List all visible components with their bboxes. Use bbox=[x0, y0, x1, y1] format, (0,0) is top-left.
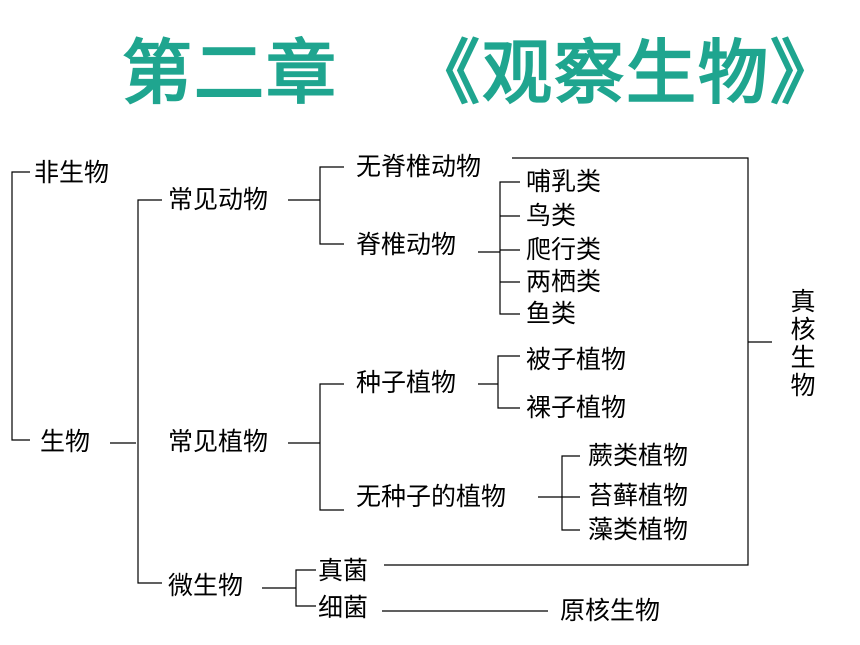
node-living: 生物 bbox=[40, 427, 91, 456]
node-bacteria: 细菌 bbox=[318, 593, 369, 622]
node-fish: 鱼类 bbox=[526, 299, 577, 328]
slide-title: 第二章 《观察生物》 bbox=[0, 28, 860, 118]
node-fungi: 真菌 bbox=[318, 556, 369, 585]
chapter-name: 《观察生物》 bbox=[410, 32, 842, 114]
node-eukaryote: 真 核 生 物 bbox=[788, 288, 818, 400]
node-reptiles: 爬行类 bbox=[526, 235, 602, 264]
node-vertebrates: 脊椎动物 bbox=[356, 230, 457, 259]
node-gymnosperms: 裸子植物 bbox=[526, 393, 627, 422]
node-invertebrates: 无脊椎动物 bbox=[356, 152, 482, 181]
eukaryote-char: 物 bbox=[790, 371, 816, 400]
node-birds: 鸟类 bbox=[526, 201, 577, 230]
seedless-bracket bbox=[561, 455, 580, 531]
living-bracket bbox=[137, 199, 162, 584]
seed-plants-bracket bbox=[497, 355, 520, 409]
node-microbes: 微生物 bbox=[168, 571, 244, 600]
node-common-animals: 常见动物 bbox=[168, 185, 269, 214]
microbes-bracket bbox=[295, 569, 316, 607]
eukaryote-char: 真 bbox=[790, 287, 816, 316]
node-seed-plants: 种子植物 bbox=[356, 368, 457, 397]
plants-bracket bbox=[319, 383, 344, 511]
node-amphibians: 两栖类 bbox=[526, 267, 602, 296]
animals-bracket bbox=[319, 166, 344, 245]
root-bracket bbox=[11, 171, 30, 441]
node-angiosperms: 被子植物 bbox=[526, 345, 627, 374]
eukaryote-char: 生 bbox=[790, 343, 816, 372]
vertebrates-bracket bbox=[499, 181, 520, 315]
chapter-title: 第二章 bbox=[122, 32, 338, 114]
node-common-plants: 常见植物 bbox=[168, 427, 269, 456]
node-mammals: 哺乳类 bbox=[526, 167, 602, 196]
node-prokaryote: 原核生物 bbox=[560, 596, 661, 625]
node-non-living: 非生物 bbox=[34, 158, 110, 187]
node-mosses: 苔藓植物 bbox=[588, 481, 689, 510]
node-algae: 藻类植物 bbox=[588, 515, 689, 544]
eukaryote-char: 核 bbox=[790, 315, 816, 344]
eukaryote-bracket bbox=[384, 157, 749, 566]
node-seedless-plants: 无种子的植物 bbox=[356, 482, 507, 511]
node-ferns: 蕨类植物 bbox=[588, 441, 689, 470]
